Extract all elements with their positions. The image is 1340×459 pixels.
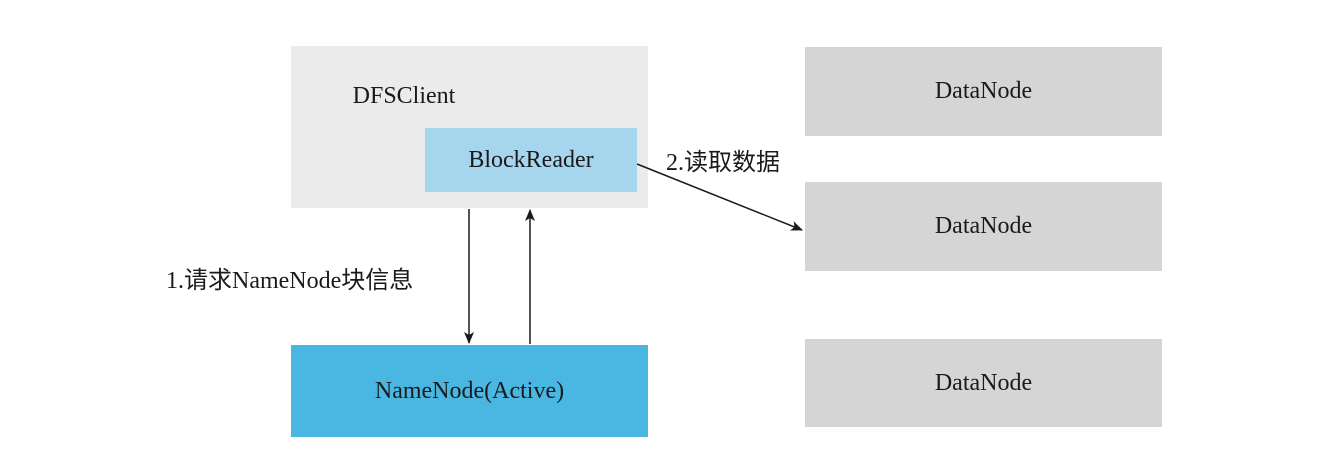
namenode-box: NameNode(Active): [291, 345, 648, 437]
read-data-label: 2.读取数据: [666, 150, 780, 176]
datanode-box-2: DataNode: [805, 182, 1162, 271]
request-block-info-label: 1.请求NameNode块信息: [166, 268, 414, 294]
datanode-box-3: DataNode: [805, 339, 1162, 427]
dfsclient-title: DFSClient: [352, 82, 456, 109]
datanode-box-1: DataNode: [805, 47, 1162, 136]
blockreader-box: BlockReader: [425, 128, 637, 192]
